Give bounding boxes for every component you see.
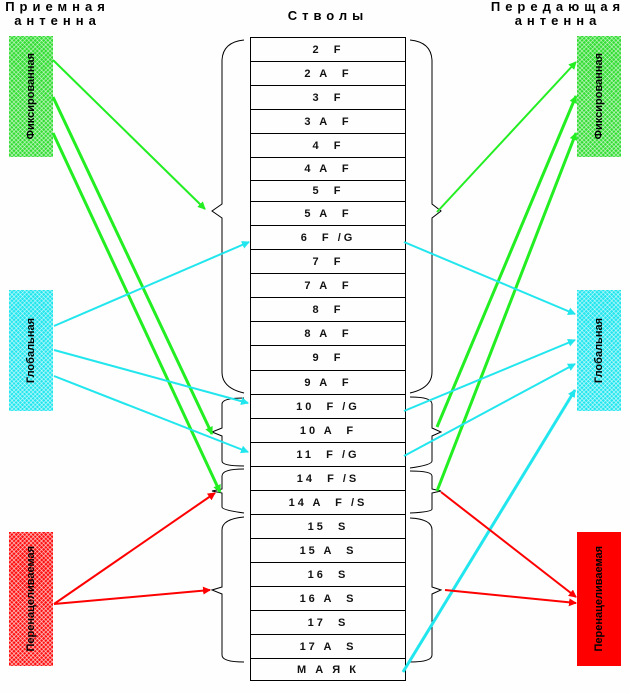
arrow-rx-global-to-11fg [53,375,249,454]
channel-row: 10 A F [251,419,405,443]
arrow-rx-steerable-to-steerable-group [53,586,211,605]
channel-row: 4 A F [251,158,405,181]
channel-row: 5 F [251,181,405,202]
brace-left-steerable [210,516,245,663]
tx-antenna-global: Глобальная [577,290,621,411]
channel-row: 3 A F [251,110,405,134]
brace-right-fs [409,470,442,514]
receive-antenna-header: Приемная антенна [0,0,115,28]
arrow-rx-steerable-to-fs-group [53,492,216,605]
receive-header-line2: антенна [14,13,101,28]
arrow-11fg-to-tx-global [403,363,576,457]
receive-header-line1: Приемная [5,0,110,14]
arrow-rx-fixed-to-fg-group [51,96,214,435]
channel-row: 14 A F /S [251,491,405,515]
arrow-rx-fixed-to-fixed-group [52,59,206,210]
arrow-6fg-to-tx-global [403,241,576,315]
channel-row: 14 F /S [251,467,405,491]
channel-table: 2 F 2 A F 3 F 3 A F 4 F 4 A F 5 F 5 A F … [250,37,406,681]
channel-row: 5 A F [251,202,405,226]
arrow-fs-group-to-tx-steerable [440,491,577,598]
channel-row: 16 A S [251,587,405,611]
channel-row: 9 A F [251,371,405,395]
brace-right-fixed [409,39,442,394]
channel-row: 10 F /G [251,395,405,419]
channel-row: 15 S [251,515,405,539]
channel-row: 7 F [251,250,405,274]
transmit-header-line1: Передающая [490,0,626,14]
brace-left-fs [211,468,245,514]
arrow-beacon-to-tx-global [401,389,577,673]
channels-header: Стволы [287,8,369,23]
rx-antenna-steerable: Перенацеливаемая [9,532,53,666]
brace-left-fixed [211,39,245,394]
channel-row: 3 F [251,86,405,110]
channel-row: 17 S [251,611,405,635]
channel-row: 15 A S [251,539,405,563]
channel-row: 8 A F [251,322,405,346]
arrow-fg-group-to-tx-fixed [435,95,578,428]
arrow-fixed-group-to-tx-fixed [436,61,577,213]
arrow-steerable-group-to-tx-steerable [444,589,577,607]
channel-row: 8 F [251,298,405,322]
transmit-antenna-header: Передающая антенна [478,0,630,28]
channel-row: 17 A S [251,635,405,659]
channel-row: М А Я К [297,663,359,676]
tx-antenna-fixed: Фиксированная [577,36,621,157]
transmit-header-line2: антенна [514,13,602,28]
arrow-rx-global-to-6fg [53,241,250,327]
channel-row: 11 F /G [251,443,405,467]
brace-right-fg [409,396,443,469]
tx-antenna-steerable: Перенацеливаемая [577,532,621,666]
channel-row: 2 A F [251,62,405,86]
channel-row: 2 F [251,38,405,62]
channel-row: 6 F /G [251,226,405,250]
channel-row: 4 F [251,134,405,158]
arrow-rx-fixed-to-fs-group [51,132,222,493]
arrow-rx-global-to-10fg [53,349,249,406]
arrow-fs-group-to-tx-fixed [435,132,578,492]
channel-row: 9 F [251,346,405,371]
rx-antenna-global: Глобальная [9,290,53,411]
channel-row: 16 S [251,563,405,587]
brace-right-steerable [409,517,443,663]
rx-antenna-fixed: Фиксированная [9,36,53,157]
brace-left-fg [210,397,245,467]
channel-row: 7 A F [251,274,405,298]
arrow-10fg-to-tx-global [403,338,576,412]
